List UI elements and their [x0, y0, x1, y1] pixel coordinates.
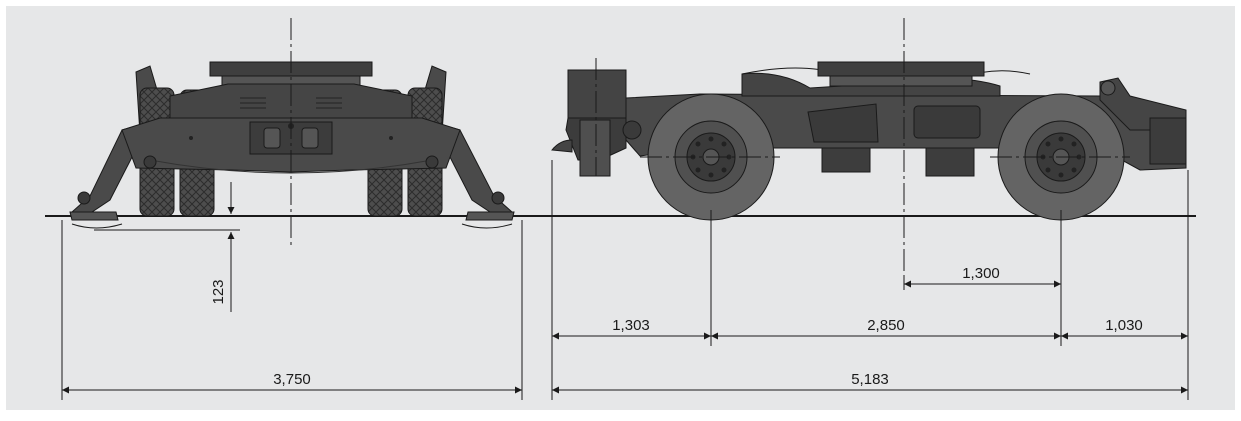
- dim-label-wheelbase: 2,850: [867, 317, 905, 334]
- dim-label-overhang-right: 1,030: [1105, 317, 1143, 334]
- extension-lines: [61, 160, 1189, 400]
- dim-label-overall-length: 5,183: [851, 371, 889, 388]
- dim-label-ground-clearance: 123: [210, 279, 227, 304]
- front-box: [567, 69, 627, 119]
- dim-label-overhang-left: 1,303: [612, 317, 650, 334]
- centerlines: [290, 18, 1130, 278]
- side-fifth-wheel: [817, 61, 985, 77]
- dim-label-front-width: 3,750: [273, 371, 311, 388]
- dim-label-fifth-wheel: 1,300: [962, 265, 1000, 282]
